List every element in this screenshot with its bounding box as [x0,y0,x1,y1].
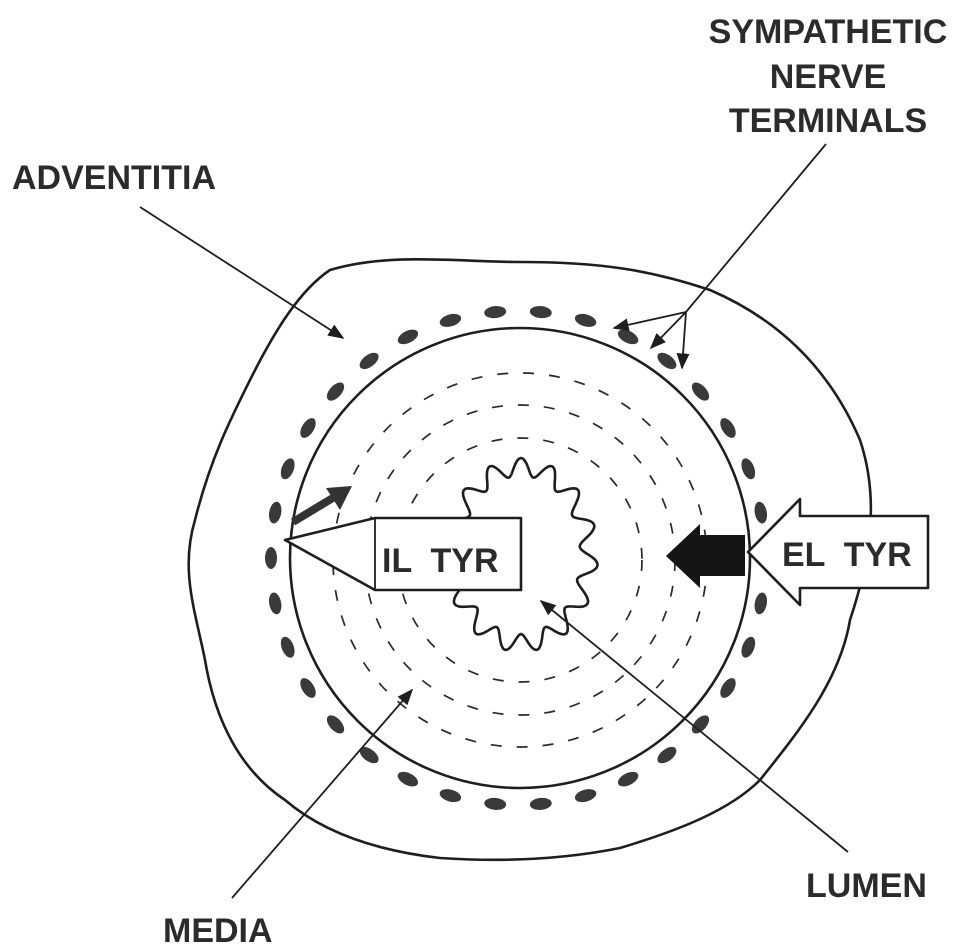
nerve-terminal-dot [717,415,739,440]
nerve-terminal-dot [616,327,641,348]
el-tyr-label: EL TYR [782,536,912,574]
nerve-terminal-dot [267,501,283,525]
nerve-terminal-dot [655,349,680,372]
sympathetic-pointer-c [682,312,686,368]
nerve-terminal-dot [573,787,597,805]
nerve-terminal-dot [438,312,462,330]
nerve-terminal-dot [265,547,277,569]
il-tyr-outflow-arrow [293,486,352,522]
nerve-terminal-dot [395,327,420,348]
sympathetic-label-line-2: NERVE [770,58,887,96]
nerve-terminal-dot [324,712,348,736]
nerve-terminal-dot [739,456,758,481]
media-pointer [232,690,412,898]
nerve-terminal-dot [395,769,420,790]
sympathetic-label-line-3: TERMINALS [729,102,927,140]
nerve-terminal-dot [739,635,758,660]
nerve-terminal-dot [655,744,680,767]
nerve-terminal-dot [297,415,319,440]
nerve-terminal-dot [278,456,297,481]
nerve-terminal-dot [324,379,348,403]
nerve-terminal-dot [573,312,597,330]
nerve-terminal-dot [753,501,769,525]
sympathetic-pointer-main [686,144,826,312]
nerve-terminal-dot [297,675,319,700]
nerve-terminal-dot [357,744,382,767]
nerve-terminal-dot [357,349,382,372]
nerve-terminal-dot [529,305,552,319]
il-tyr-label: IL TYR [382,542,499,580]
nerve-terminal-dot [689,379,713,403]
nerve-terminal-dot [438,787,462,805]
sympathetic-pointer-a [614,312,686,328]
adventitia-label: ADVENTITIA [12,159,216,197]
sympathetic-pointer-b [651,312,686,348]
nerve-terminal-dot [717,675,739,700]
nerve-terminal-dot [484,797,507,811]
lumen-label: LUMEN [806,867,927,905]
nerve-terminal-dot [616,769,641,790]
nerve-terminal-dot [484,305,507,319]
nerve-terminal-dot [529,797,552,811]
nerve-terminal-dot [278,635,297,660]
nerve-terminal-dot [267,591,283,615]
nerve-terminal-dot [753,591,769,615]
adventitia-pointer [140,207,343,338]
media-label: MEDIA [163,912,273,948]
sympathetic-label-line-1: SYMPATHETIC [709,13,948,51]
